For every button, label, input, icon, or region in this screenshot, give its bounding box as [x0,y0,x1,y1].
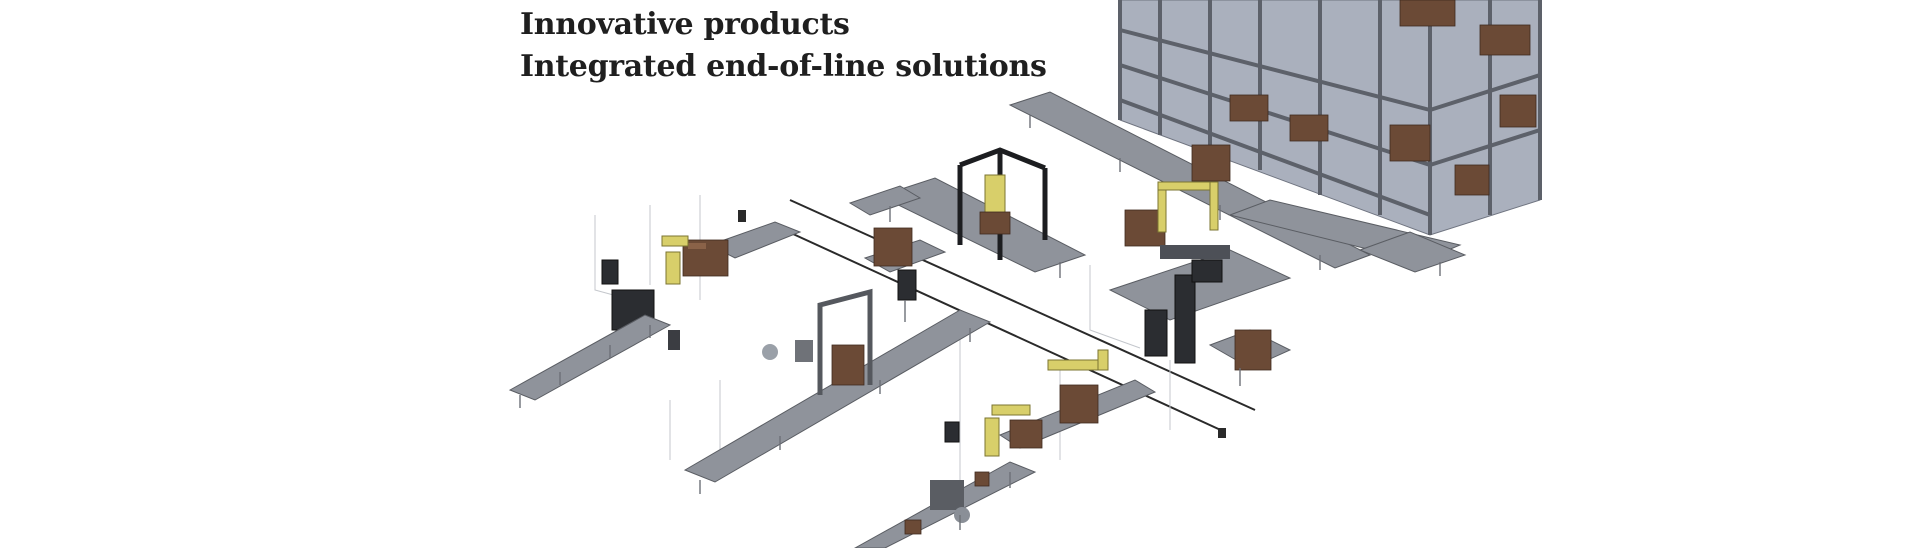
robot-cell-bottom [944,349,1171,480]
pallet-station [863,227,947,322]
robot-palletizing-cell [508,195,802,408]
headline-line-2: Integrated end-of-line solutions [520,49,1047,84]
stretch-wrapper-cell [1089,245,1292,386]
headline: Innovative products Integrated end-of-li… [520,4,1047,88]
gantry-palletizer [848,147,1087,278]
overhead-rails [738,199,1256,438]
bottom-conveyor [853,461,1037,548]
pallet-rack [1118,0,1542,236]
rack-conveyor [1008,91,1467,276]
strapping-cell [669,288,992,494]
headline-line-1: Innovative products [520,7,850,42]
